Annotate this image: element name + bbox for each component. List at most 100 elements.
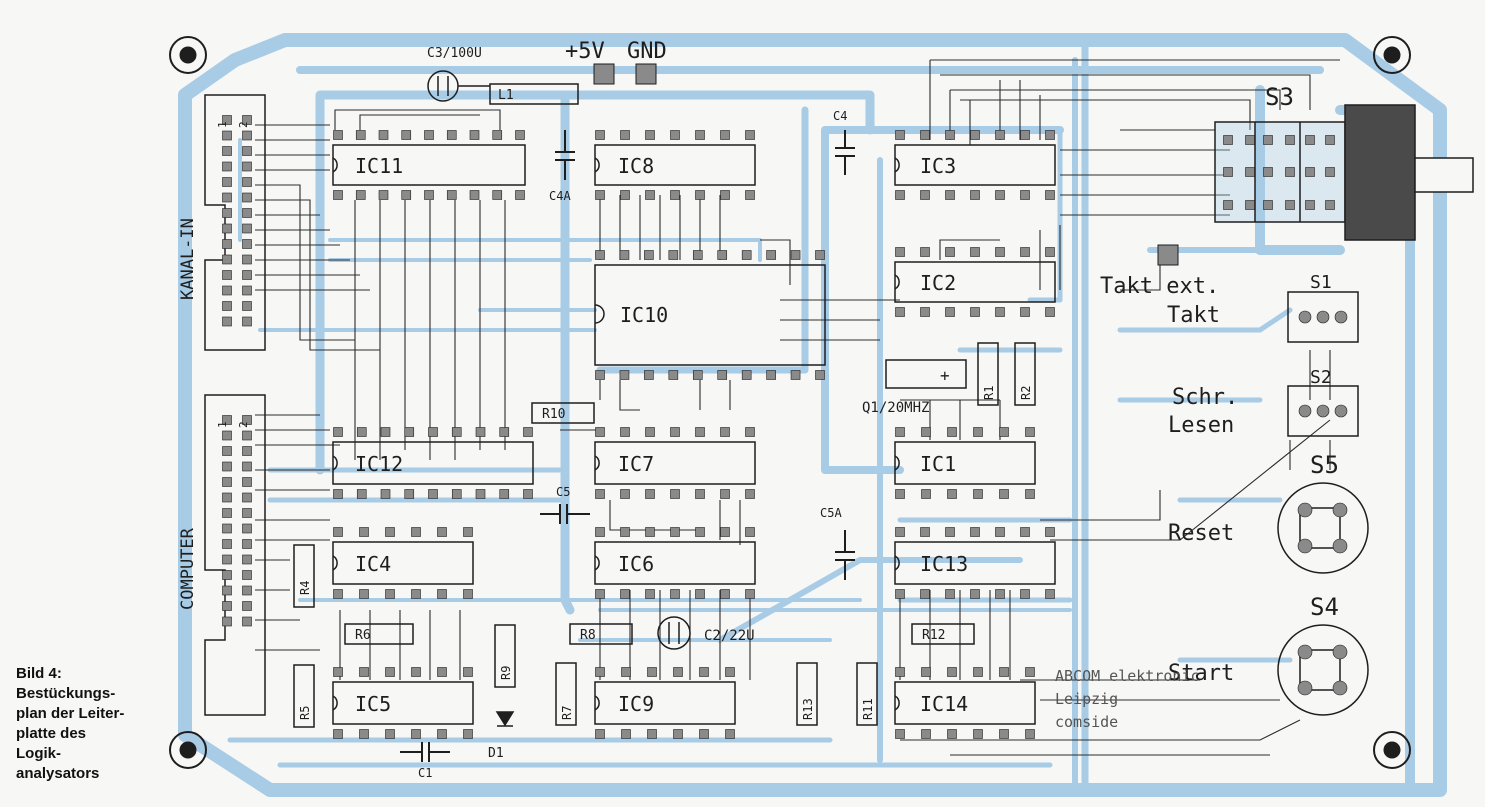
ic2-label: IC2 bbox=[920, 271, 956, 295]
solder-pad bbox=[222, 285, 232, 296]
solder-pad bbox=[463, 589, 473, 599]
c4-label: C4 bbox=[833, 109, 847, 123]
solder-pad bbox=[673, 667, 683, 677]
imprint-line3: comside bbox=[1055, 713, 1118, 731]
ic1-label: IC1 bbox=[920, 452, 956, 476]
solder-pad bbox=[595, 130, 605, 140]
mounting-holes bbox=[169, 36, 1411, 769]
solder-pad bbox=[437, 589, 447, 599]
solder-pad bbox=[745, 427, 755, 437]
solder-pad bbox=[411, 527, 421, 537]
solder-pad bbox=[741, 250, 752, 260]
s3-label: S3 bbox=[1265, 83, 1294, 111]
solder-pad bbox=[499, 489, 510, 499]
solder-pad bbox=[1245, 200, 1255, 210]
s1-pads bbox=[1298, 310, 1348, 324]
solder-pad bbox=[620, 489, 630, 499]
ic-pin-pads bbox=[333, 130, 1055, 739]
solder-pad bbox=[242, 270, 252, 280]
solder-pad bbox=[699, 667, 709, 677]
r10-label: R10 bbox=[542, 407, 565, 422]
solder-pad bbox=[720, 130, 730, 140]
solder-pad bbox=[475, 489, 486, 499]
start-label: Start bbox=[1168, 661, 1234, 686]
solder-pad bbox=[695, 589, 705, 599]
solder-pad bbox=[645, 527, 655, 537]
solder-pad bbox=[1325, 200, 1335, 210]
solder-pad bbox=[333, 667, 343, 677]
solder-pad bbox=[970, 130, 980, 140]
gnd-label: GND bbox=[627, 39, 667, 64]
solder-pad bbox=[242, 254, 252, 265]
ic3-label: IC3 bbox=[920, 154, 956, 178]
c1-capacitor bbox=[400, 742, 450, 762]
solder-pad bbox=[695, 527, 705, 537]
solder-pad bbox=[492, 190, 503, 200]
solder-pad bbox=[380, 427, 391, 437]
solder-pad bbox=[242, 285, 252, 296]
solder-pad bbox=[515, 130, 525, 140]
solder-pad bbox=[242, 192, 252, 203]
c4a-label: C4A bbox=[549, 189, 571, 203]
solder-pad bbox=[645, 427, 655, 437]
c5a-label: C5A bbox=[820, 506, 842, 520]
solder-pad bbox=[242, 508, 252, 518]
solder-pad bbox=[720, 427, 730, 437]
solder-pad bbox=[921, 729, 931, 739]
takt-ext-label: Takt ext. bbox=[1100, 274, 1219, 299]
solder-pad bbox=[692, 250, 703, 260]
kanal-in-label: KANAL-IN bbox=[178, 218, 198, 300]
solder-pad bbox=[515, 190, 525, 200]
solder-pad bbox=[921, 427, 931, 437]
solder-pad bbox=[970, 247, 980, 257]
solder-pad bbox=[401, 190, 412, 200]
solder-pad bbox=[333, 527, 343, 537]
solder-pad bbox=[222, 208, 232, 218]
solder-pad bbox=[1020, 527, 1030, 537]
solder-pad bbox=[895, 307, 905, 317]
solder-pad bbox=[920, 247, 930, 257]
solder-pad bbox=[1045, 589, 1055, 599]
solder-pad bbox=[1297, 680, 1313, 696]
solder-pad bbox=[999, 667, 1009, 677]
solder-pad bbox=[222, 223, 232, 234]
r8-label: R8 bbox=[580, 628, 596, 643]
solder-pad bbox=[222, 461, 232, 472]
solder-pad bbox=[1045, 130, 1055, 140]
solder-pad bbox=[995, 589, 1005, 599]
solder-pad bbox=[766, 250, 776, 260]
solder-pad bbox=[920, 589, 930, 599]
solder-pad bbox=[222, 554, 232, 565]
ic1-body bbox=[894, 441, 1036, 485]
solder-pad bbox=[895, 589, 905, 599]
solder-pad bbox=[920, 527, 930, 537]
solder-pad bbox=[621, 667, 631, 677]
computer-label: COMPUTER bbox=[178, 527, 198, 610]
s5-label: S5 bbox=[1310, 451, 1339, 479]
r12-label: R12 bbox=[922, 628, 945, 643]
solder-pad bbox=[745, 489, 755, 499]
solder-pad bbox=[895, 190, 905, 200]
solder-pad bbox=[645, 589, 655, 599]
solder-pad bbox=[766, 370, 776, 380]
solder-pad bbox=[1223, 200, 1233, 210]
s5-pushbutton bbox=[1277, 482, 1369, 574]
solder-pad bbox=[469, 190, 480, 200]
solder-pad bbox=[815, 250, 825, 260]
solder-pad bbox=[1223, 135, 1233, 145]
solder-pad bbox=[717, 370, 728, 380]
solder-pad bbox=[242, 223, 252, 234]
solder-pad bbox=[670, 589, 680, 599]
solder-pad bbox=[920, 307, 930, 317]
reset-label: Reset bbox=[1168, 521, 1234, 546]
c5-capacitor bbox=[540, 504, 590, 524]
solder-pad bbox=[973, 489, 983, 499]
solder-pad bbox=[333, 729, 343, 739]
solder-pad bbox=[242, 461, 252, 472]
solder-pad bbox=[428, 427, 438, 437]
c2-capacitor bbox=[657, 616, 691, 650]
solder-pad bbox=[1045, 247, 1055, 257]
r1-resistor bbox=[977, 342, 999, 406]
solder-pad bbox=[437, 729, 447, 739]
solder-pad bbox=[995, 130, 1005, 140]
